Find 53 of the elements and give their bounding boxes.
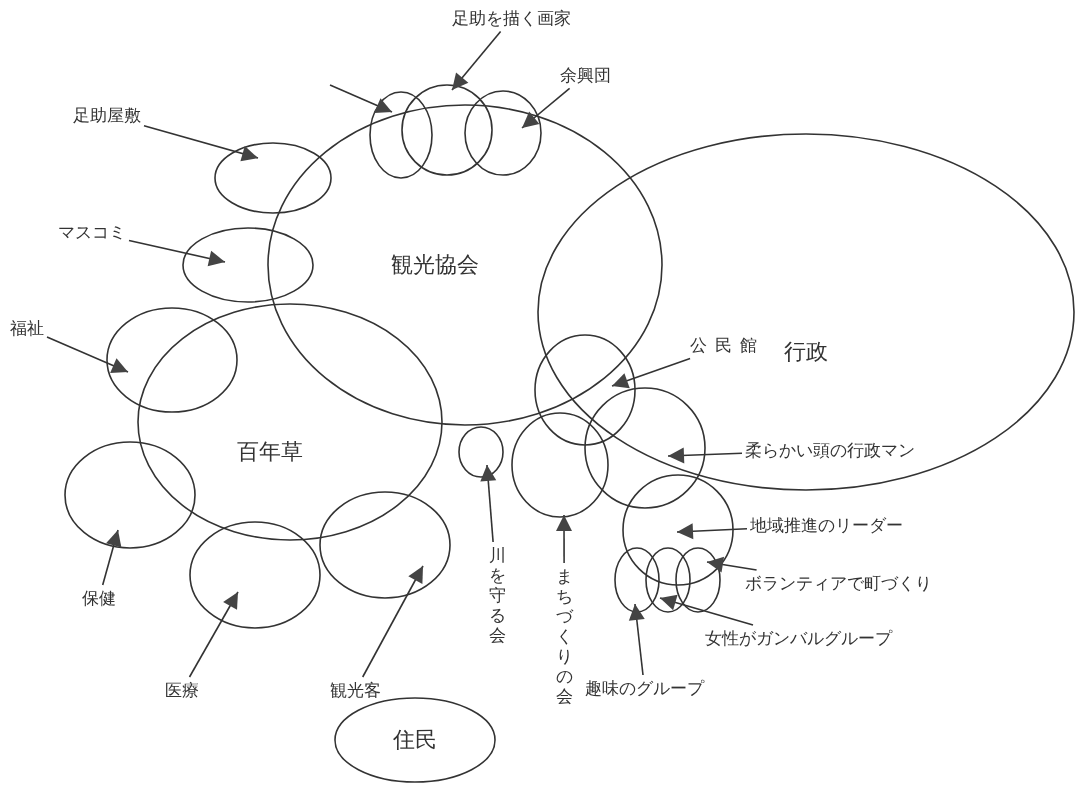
leader-arrow [706,556,758,573]
leader-arrow [329,84,393,113]
leader-label: 保健 [82,588,116,609]
group-name: 観光協会 [391,251,479,279]
leader-arrow [556,514,573,564]
leader-arrow [480,464,497,543]
leader-arrow [659,594,754,626]
ellipse-outline [368,90,434,180]
leader-arrow [46,336,129,373]
leader-arrow [361,565,424,678]
leader-arrow [451,30,502,91]
ellipse-outline [213,141,333,215]
leader-label: 福祉 [10,318,44,339]
leader-label: ボランティアで町づくり [745,573,932,594]
leader-label: 公民館 [690,335,765,356]
ellipse-outline [613,546,661,614]
leader-label: 観光客 [330,680,381,701]
group-name: 行政 [784,338,828,366]
leader-label: 足助屋敷 [73,105,141,126]
leader-arrow [667,447,743,464]
leader-label: 川を守る会 [488,545,507,646]
ellipse-outline [105,306,239,414]
leader-arrow [101,529,122,586]
leader-label: 柔らかい頭の行政マン [745,440,915,461]
leader-label: 女性がガンバルグループ [705,628,892,649]
group-name: 住民 [393,726,437,754]
leader-label: 地域推進のリーダー [750,515,903,536]
leader-label: 足助を描く画家 [452,8,571,29]
ellipse-outline [583,386,707,510]
leader-arrow [628,603,645,676]
ellipse-outline [181,226,315,304]
ellipse-outline [400,83,494,177]
leader-label: 余興団 [560,65,611,86]
leader-arrow [521,87,571,129]
ellipse-outline [510,411,610,519]
ellipse-outline [63,440,197,550]
group-name: 百年草 [237,438,303,466]
leader-arrow [611,357,691,389]
ellipse-outline [318,490,452,600]
ellipse-outline [674,546,722,614]
ellipse-outline [457,425,505,479]
ellipse-outline [644,546,692,614]
leader-arrow [188,591,239,678]
leader-label: まちづくりの会 [555,566,574,707]
leader-arrow [143,124,259,162]
leader-label: 医療 [165,680,199,701]
leader-arrow [128,239,226,267]
ellipse-outline [463,89,543,177]
ellipse-outline [621,473,735,587]
ellipse-outline [188,520,322,630]
leader-label: マスコミ [58,222,126,243]
leader-arrow [676,523,748,540]
leader-label: 趣味のグループ [585,678,704,699]
